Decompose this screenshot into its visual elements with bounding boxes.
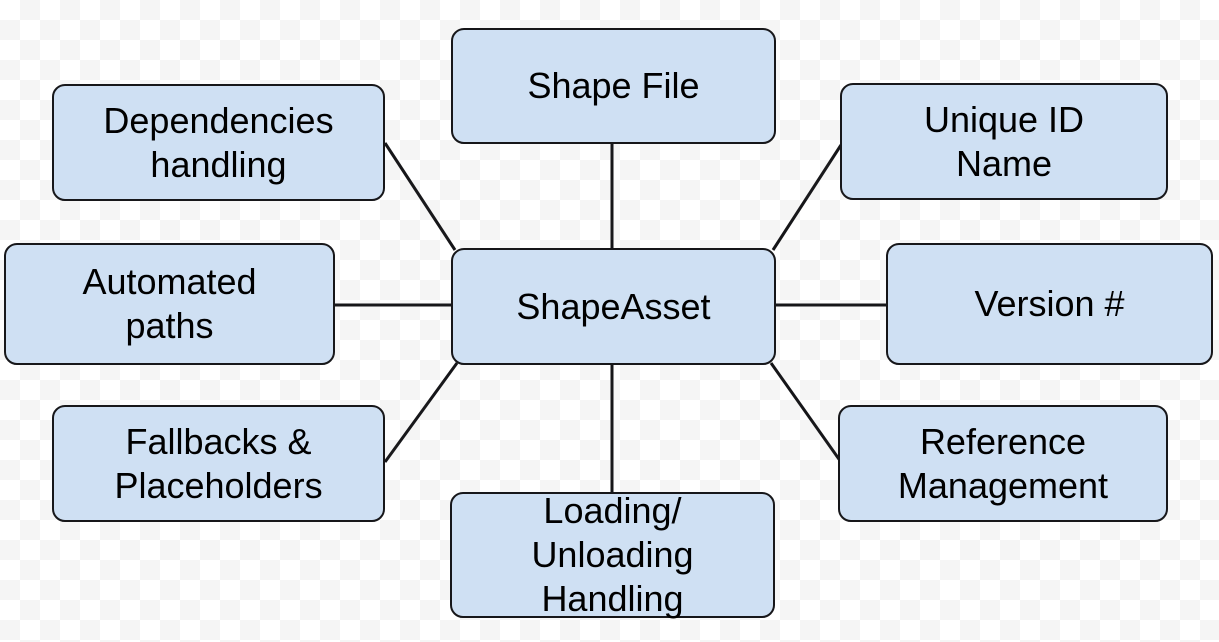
node-fallbacks-placeholders[interactable]: Fallbacks & Placeholders bbox=[52, 405, 385, 522]
node-version-number[interactable]: Version # bbox=[886, 243, 1213, 365]
edge-shapeasset-fallbacks bbox=[383, 362, 459, 463]
node-shapeasset-central[interactable]: ShapeAsset bbox=[451, 248, 776, 365]
node-dependencies-handling[interactable]: Dependencies handling bbox=[52, 84, 385, 201]
node-reference-management[interactable]: Reference Management bbox=[838, 405, 1168, 522]
node-unique-id-name[interactable]: Unique ID Name bbox=[840, 83, 1168, 200]
edge-shapeasset-unique-id bbox=[771, 144, 843, 251]
node-shape-file[interactable]: Shape File bbox=[451, 28, 776, 144]
node-loading-unloading-handling[interactable]: Loading/ Unloading Handling bbox=[450, 490, 775, 619]
edge-shapeasset-dependencies bbox=[383, 142, 457, 251]
node-automated-paths[interactable]: Automated paths bbox=[4, 243, 335, 365]
edge-shapeasset-reference-mgmt bbox=[769, 362, 843, 463]
